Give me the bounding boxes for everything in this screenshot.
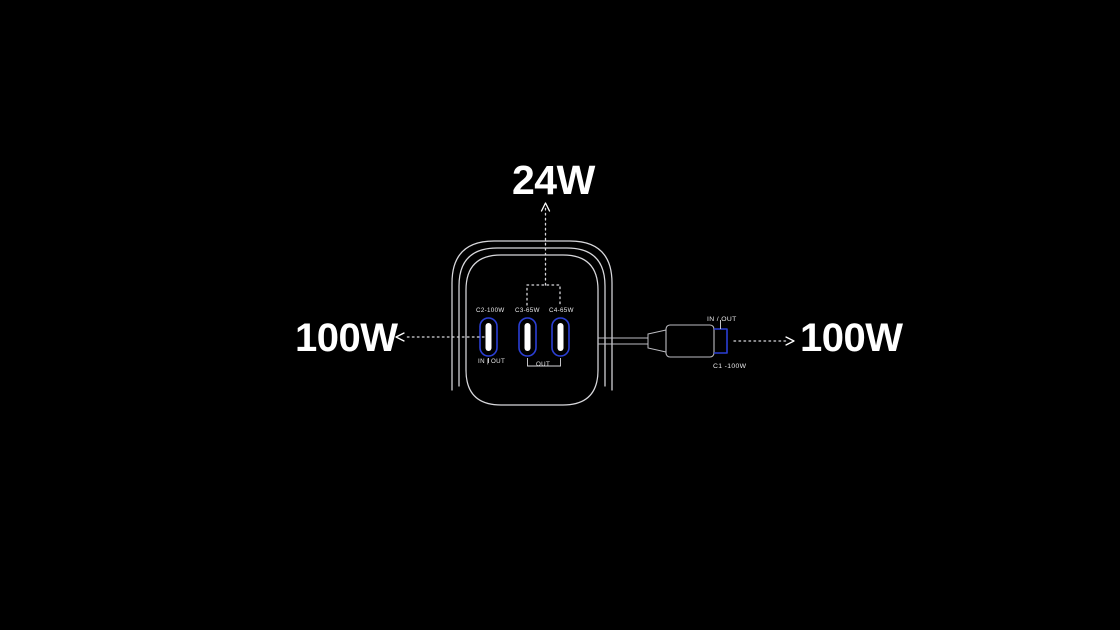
connector-id-label: C1 -100W [713,363,747,370]
port-c2[interactable] [479,317,498,357]
callout-top-label: 24W [512,157,595,203]
callout-top-bracket [526,284,561,306]
connector-usb-c-tip [714,328,728,354]
port-c4-inner [557,323,564,351]
charger-body-outlines [451,240,613,406]
callout-left-arrowhead [395,332,405,342]
usb-c-ports-group [479,317,570,357]
port-c2-label: C2-100W [476,307,505,314]
charger-outline-outer [451,240,613,391]
port-c2-outer [479,317,498,357]
captive-cable-group [598,320,728,358]
callout-right-arrowhead [785,336,795,346]
port-c3-label: C3-65W [515,307,540,314]
connector-mode-label: IN / OUT [707,316,737,323]
port-group-footnote: OUT [536,361,551,368]
cable-strain-relief [647,329,667,353]
port-c4-label: C4-65W [549,307,574,314]
connector-housing [665,324,715,358]
port-c2-inner [485,323,492,351]
callout-right-leader [733,336,795,346]
callout-left-label: 100W [295,316,398,360]
ports-out-bracket [527,358,561,367]
port-c3-outer [518,317,537,357]
port-c3-inner [524,323,531,351]
port-c4[interactable] [551,317,570,357]
port-footnote-marks [488,358,561,367]
callout-left-leader [395,332,485,342]
port-c4-outer [551,317,570,357]
charger-outline-body [465,254,599,406]
port-c2-footnote: IN | OUT [478,358,506,365]
callout-right-label: 100W [800,316,903,360]
port-c3[interactable] [518,317,537,357]
callout-top-arrowhead [540,202,551,212]
callout-top-leader [526,205,561,306]
charger-outline-mid [458,247,606,387]
